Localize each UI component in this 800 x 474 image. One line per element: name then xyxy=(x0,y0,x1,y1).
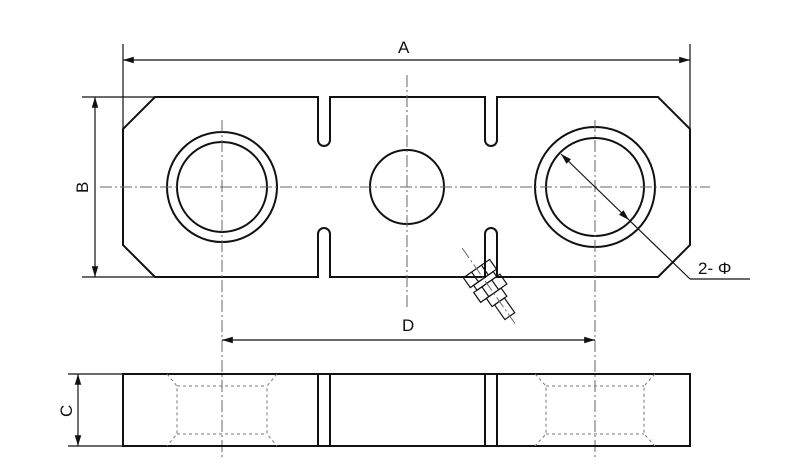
dimension-phi: 2- Φ xyxy=(560,153,750,280)
plate-outline xyxy=(122,96,691,278)
cable-gland xyxy=(461,247,518,327)
dimension-c-label: C xyxy=(57,405,76,417)
dimension-phi-label: 2- Φ xyxy=(698,259,731,278)
dimension-b: B xyxy=(73,96,155,278)
side-outline xyxy=(122,373,691,447)
dimension-c: C xyxy=(57,373,123,447)
dimension-b-label: B xyxy=(73,182,92,193)
dimension-d: D xyxy=(222,316,595,344)
side-view xyxy=(122,373,691,447)
dimension-a: A xyxy=(122,38,691,129)
top-view xyxy=(100,75,710,460)
dimension-a-label: A xyxy=(398,38,410,57)
dimension-d-label: D xyxy=(402,316,414,335)
